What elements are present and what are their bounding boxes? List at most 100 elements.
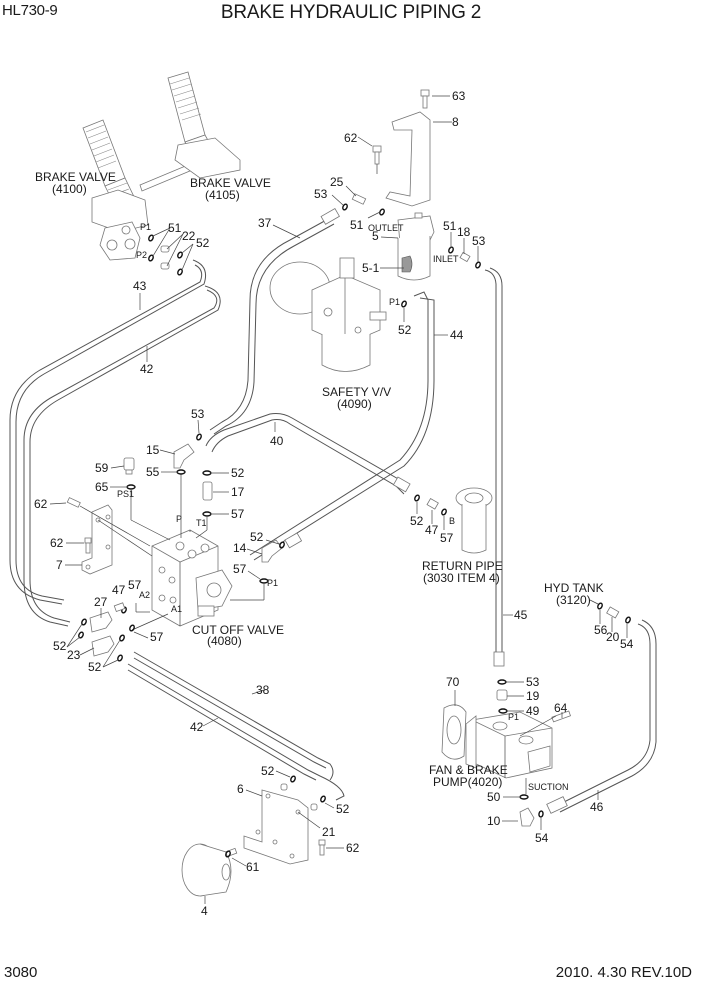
callout-54: 54 <box>535 831 549 845</box>
callout-57: 57 <box>440 531 454 545</box>
port-p2-brake: P2 <box>136 250 147 260</box>
o-ring <box>225 850 231 858</box>
brake-filter <box>397 212 435 281</box>
page-number: 3080 <box>4 964 38 981</box>
page-title: BRAKE HYDRAULIC PIPING 2 <box>220 2 482 23</box>
nut <box>310 803 318 811</box>
callout-51: 51 <box>168 221 182 235</box>
callout-23: 23 <box>67 648 81 662</box>
hose-38 <box>133 651 334 781</box>
callout-43: 43 <box>133 279 147 293</box>
callout-49: 49 <box>526 704 540 718</box>
port-p1-pump: P1 <box>508 712 519 722</box>
callout-57: 57 <box>128 578 142 592</box>
callout-52: 52 <box>410 514 424 528</box>
port-p1-safety: P1 <box>389 297 400 307</box>
brake-valve-right-label: BRAKE VALVE <box>190 176 271 190</box>
o-ring <box>290 775 296 783</box>
port-inlet: INLET <box>433 254 459 264</box>
port-p1-brake: P1 <box>140 222 151 232</box>
callout-52: 52 <box>231 466 245 480</box>
cut-off-valve-label: CUT OFF VALVE <box>192 623 284 637</box>
callout-5-1: 5-1 <box>362 261 380 275</box>
accumulator <box>181 843 238 897</box>
callout-53: 53 <box>191 407 205 421</box>
tee-fittings <box>78 602 135 662</box>
hose-42-lower <box>127 663 345 801</box>
callout-15: 15 <box>146 443 160 457</box>
return-pipe-label: RETURN PIPE <box>422 559 503 573</box>
manifold-fittings <box>123 433 303 584</box>
callout-52: 52 <box>53 639 67 653</box>
brake-valve-fittings <box>148 227 194 276</box>
callout-52: 52 <box>261 764 275 778</box>
callout-51: 51 <box>350 218 364 232</box>
callout-50: 50 <box>487 790 501 804</box>
hose-44 <box>249 291 435 561</box>
hyd-tank-ref: (3120) <box>556 593 591 607</box>
callout-63: 63 <box>452 89 466 103</box>
callout-52: 52 <box>250 530 264 544</box>
brake-valve-assembly <box>82 71 241 261</box>
callout-62: 62 <box>50 536 64 550</box>
callout-52: 52 <box>398 323 412 337</box>
callout-27: 27 <box>94 595 108 609</box>
callout-56: 56 <box>594 623 608 637</box>
hyd-tank-label: HYD TANK <box>544 581 604 595</box>
pump-fittings <box>496 679 571 827</box>
callout-51: 51 <box>443 219 457 233</box>
port-suction: SUCTION <box>528 782 569 792</box>
callout-64: 64 <box>554 701 568 715</box>
o-ring <box>441 508 447 516</box>
callout-10: 10 <box>487 814 501 828</box>
callout-57: 57 <box>231 507 245 521</box>
revision-date: 2010. 4.30 REV.10D <box>555 964 692 981</box>
callout-53: 53 <box>472 234 486 248</box>
callout-40: 40 <box>270 434 284 448</box>
hose-42 <box>23 285 221 627</box>
callout-62: 62 <box>344 131 358 145</box>
hose-37 <box>209 207 340 435</box>
port-a2: A2 <box>139 590 150 600</box>
callout-59: 59 <box>95 461 109 475</box>
brake-valve-left-label: BRAKE VALVE <box>35 170 116 184</box>
callout-37: 37 <box>258 216 272 230</box>
port-ps1: PS1 <box>117 489 134 499</box>
callout-46: 46 <box>590 800 604 814</box>
pump-ref: PUMP(4020) <box>433 775 502 789</box>
callout-5: 5 <box>372 229 379 243</box>
safety-valve-label: SAFETY V/V <box>322 385 391 399</box>
callout-52: 52 <box>196 236 210 250</box>
o-ring <box>320 795 326 803</box>
callout-17: 17 <box>231 485 245 499</box>
safety-valve <box>269 257 387 372</box>
brake-valve-left-ref: (4100) <box>52 182 87 196</box>
callout-44: 44 <box>450 328 464 342</box>
nut <box>280 783 288 791</box>
callout-52: 52 <box>336 802 350 816</box>
callout-55: 55 <box>146 465 160 479</box>
callout-8: 8 <box>452 115 459 129</box>
callout-42: 42 <box>190 720 204 734</box>
callout-19: 19 <box>526 689 540 703</box>
hose-46 <box>546 619 657 814</box>
pump-label: FAN & BRAKE <box>429 763 508 777</box>
callout-22: 22 <box>182 229 196 243</box>
callout-45: 45 <box>514 608 528 622</box>
callout-62: 62 <box>346 841 360 855</box>
o-ring <box>401 300 407 308</box>
model-code: HL730-9 <box>2 2 58 19</box>
filter-bracket <box>357 89 452 207</box>
callout-53: 53 <box>526 675 540 689</box>
callout-65: 65 <box>95 480 109 494</box>
callout-6: 6 <box>237 782 244 796</box>
callout-54: 54 <box>620 637 634 651</box>
callout-20: 20 <box>606 630 620 644</box>
cut-off-valve-ref: (4080) <box>207 634 242 648</box>
callout-62: 62 <box>34 497 48 511</box>
brake-valve-right-ref: (4105) <box>205 188 240 202</box>
callout-14: 14 <box>233 541 247 555</box>
port-b: B <box>449 516 455 526</box>
o-ring <box>414 494 420 502</box>
pump-gasket <box>441 704 467 760</box>
